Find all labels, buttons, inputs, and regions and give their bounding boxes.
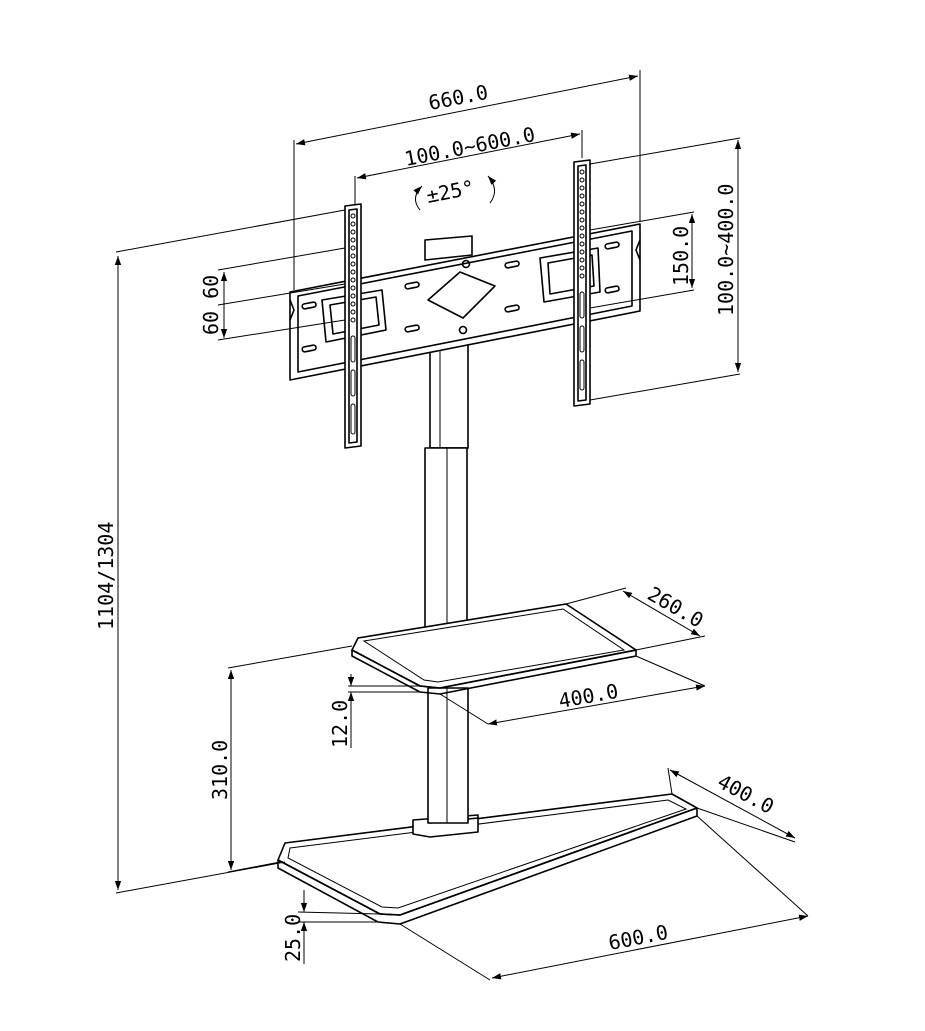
dim-bracket-offset: 150.0	[589, 211, 696, 309]
dim-base-thickness: 25.0	[281, 890, 381, 964]
wall-plate	[289, 223, 641, 381]
label-base-thickness: 25.0	[281, 914, 305, 962]
dim-shelf-thickness: 12.0	[328, 674, 420, 748]
right-vertical-bracket	[573, 159, 591, 407]
label-shelf-width: 400.0	[557, 679, 620, 713]
base-plate	[277, 793, 698, 925]
label-bracket-offset: 150.0	[669, 226, 693, 286]
label-overall-height: 1104/1304	[94, 522, 118, 630]
glass-shelf	[351, 603, 637, 695]
label-shelf-height: 310.0	[208, 740, 232, 800]
dim-tilt: ±25°	[413, 175, 497, 211]
label-mount-width: 660.0	[426, 80, 490, 115]
dim-vesa-vertical: 100.0~400.0	[589, 137, 742, 401]
left-vertical-bracket	[344, 203, 362, 449]
dim-overall-height: 1104/1304	[94, 209, 346, 894]
label-shelf-depth: 260.0	[644, 582, 708, 633]
label-tilt: ±25°	[424, 175, 476, 208]
label-vesa-horizontal: 100.0~600.0	[402, 122, 537, 171]
dim-shelf-height: 310.0	[208, 645, 353, 873]
label-slot-pitch: 60 60	[199, 275, 223, 335]
stand-pole	[424, 339, 469, 824]
dim-slot-pitch: 60 60	[199, 247, 346, 341]
label-vesa-vertical: 100.0~400.0	[714, 184, 738, 316]
label-shelf-thickness: 12.0	[328, 700, 352, 748]
